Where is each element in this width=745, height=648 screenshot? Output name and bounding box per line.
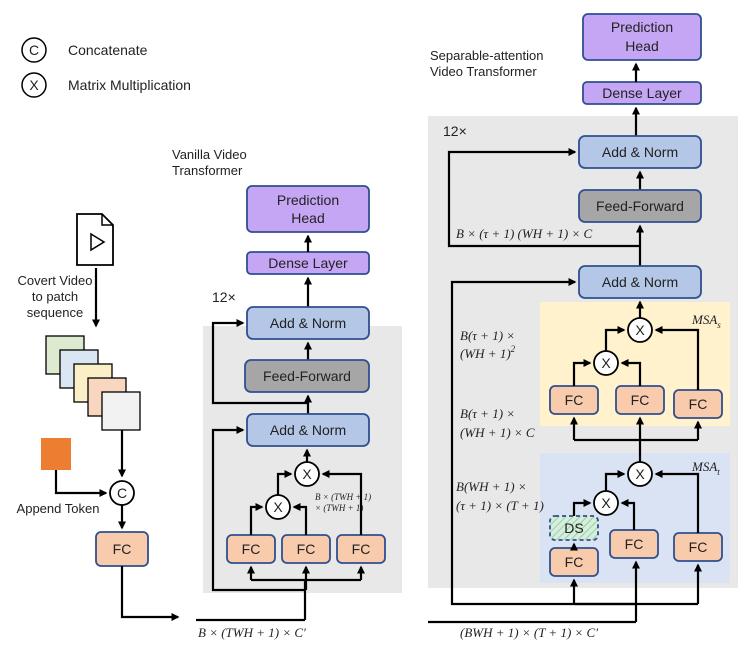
- vanilla-prediction-head-line1: Prediction: [277, 192, 339, 208]
- msa-s-matmul-1-symbol: X: [601, 355, 611, 371]
- msa-t-matmul-1-symbol: X: [601, 495, 611, 511]
- vanilla-shape-annot-2: × (TWH + 1): [315, 503, 363, 513]
- msa-t-fc-v-label: FC: [689, 539, 708, 555]
- vanilla-prediction-head-line2: Head: [291, 210, 324, 226]
- separable-title-1: Separable-attention: [430, 48, 543, 63]
- shape-t-1: B(WH + 1) ×: [456, 479, 527, 494]
- vanilla-repeat-label: 12×: [212, 289, 236, 305]
- shape-s-1: B(τ + 1) ×: [460, 328, 515, 343]
- separable-add-norm-mid-label: Add & Norm: [602, 274, 678, 290]
- matmul-legend-icon: [21, 72, 47, 98]
- separable-add-norm-mid: [578, 265, 702, 299]
- msa-s-matmul-2-symbol: X: [635, 322, 645, 338]
- append-token-label: Append Token: [17, 501, 100, 516]
- append-token: [41, 438, 71, 470]
- separable-repeat-label: 12×: [443, 123, 467, 139]
- msa-t-ds-label: DS: [564, 520, 583, 536]
- shape-s-2: (WH + 1)2: [460, 344, 516, 361]
- vanilla-fc-q-label: FC: [242, 541, 261, 557]
- input-pipeline: Covert Video to patch sequence Append To…: [17, 213, 180, 621]
- msa-s-fc-q-label: FC: [565, 392, 584, 408]
- concat-legend-label: Concatenate: [68, 42, 148, 58]
- shape-s-fc-1: B(τ + 1) ×: [460, 406, 515, 421]
- separable-dense-layer: [582, 81, 702, 105]
- separable-input-shape: (BWH + 1) × (T + 1) × C′: [460, 625, 598, 640]
- patch-stack: [45, 335, 141, 431]
- concat-legend-symbol: C: [29, 42, 39, 58]
- msa-t-label: MSAt: [691, 459, 720, 477]
- separable-feed-forward: [578, 189, 702, 223]
- msa-t-fc-q-label: FC: [565, 554, 584, 570]
- vanilla-add-norm-top-label: Add & Norm: [270, 315, 346, 331]
- matmul-legend-symbol: X: [29, 77, 39, 93]
- vanilla-title-1: Vanilla Video: [172, 147, 247, 162]
- play-icon: [90, 232, 106, 252]
- vanilla-shape-annot-1: B × (TWH + 1): [315, 492, 371, 502]
- separable-shape-top: B × (τ + 1) (WH + 1) × C: [456, 226, 592, 241]
- vanilla-feed-forward: [244, 359, 370, 393]
- shape-t-2: (τ + 1) × (T + 1): [456, 498, 544, 513]
- matmul-legend-label: Matrix Multiplication: [68, 77, 191, 93]
- vanilla-add-norm-bottom: [246, 413, 370, 447]
- vanilla-matmul-1-symbol: X: [273, 499, 283, 515]
- vanilla-add-norm-bottom-label: Add & Norm: [270, 422, 346, 438]
- vanilla-add-norm-top: [246, 306, 370, 340]
- msa-t-ds-block: [549, 515, 599, 541]
- convert-label-3: sequence: [27, 305, 83, 320]
- vanilla-matmul-2-symbol: X: [302, 466, 312, 482]
- shape-s-fc-2: (WH + 1) × C: [460, 425, 535, 440]
- vanilla-input-shape: B × (TWH + 1) × C′: [198, 625, 306, 640]
- msa-s-fc-k-label: FC: [631, 392, 650, 408]
- separable-add-norm-top-label: Add & Norm: [602, 144, 678, 160]
- separable-add-norm-top: [578, 135, 702, 169]
- separable-dense-layer-label: Dense Layer: [602, 85, 682, 101]
- vanilla-feed-forward-label: Feed-Forward: [263, 368, 351, 384]
- msa-t-matmul-2: [627, 461, 653, 487]
- msa-s-fc-v-label: FC: [689, 396, 708, 412]
- msa-t-fc-k-label: FC: [625, 536, 644, 552]
- concat-legend-icon: [21, 37, 47, 63]
- separable-transformer: Separable-attention Video Transformer 12…: [428, 13, 738, 640]
- separable-prediction-head-line1: Prediction: [611, 19, 673, 35]
- vanilla-fc-k-label: FC: [297, 541, 316, 557]
- separable-prediction-head-line2: Head: [625, 38, 658, 54]
- vanilla-dense-layer-label: Dense Layer: [268, 255, 348, 271]
- vanilla-transformer: Vanilla Video Transformer 12× Prediction…: [172, 147, 402, 640]
- vanilla-fc-v-label: FC: [352, 541, 371, 557]
- input-fc-label: FC: [113, 541, 132, 557]
- msa-t-matmul-2-symbol: X: [635, 466, 645, 482]
- concat-node-symbol: C: [117, 485, 127, 501]
- convert-label-2: to patch: [32, 289, 78, 304]
- msa-s-label: MSAs: [691, 312, 721, 330]
- separable-title-2: Video Transformer: [430, 64, 537, 79]
- separable-feed-forward-label: Feed-Forward: [596, 198, 684, 214]
- separable-prediction-head: [582, 13, 702, 61]
- convert-label-1: Covert Video: [18, 273, 93, 288]
- legend: C Concatenate X Matrix Multiplication: [21, 37, 191, 98]
- vanilla-title-2: Transformer: [172, 163, 243, 178]
- vanilla-prediction-head: [246, 185, 370, 233]
